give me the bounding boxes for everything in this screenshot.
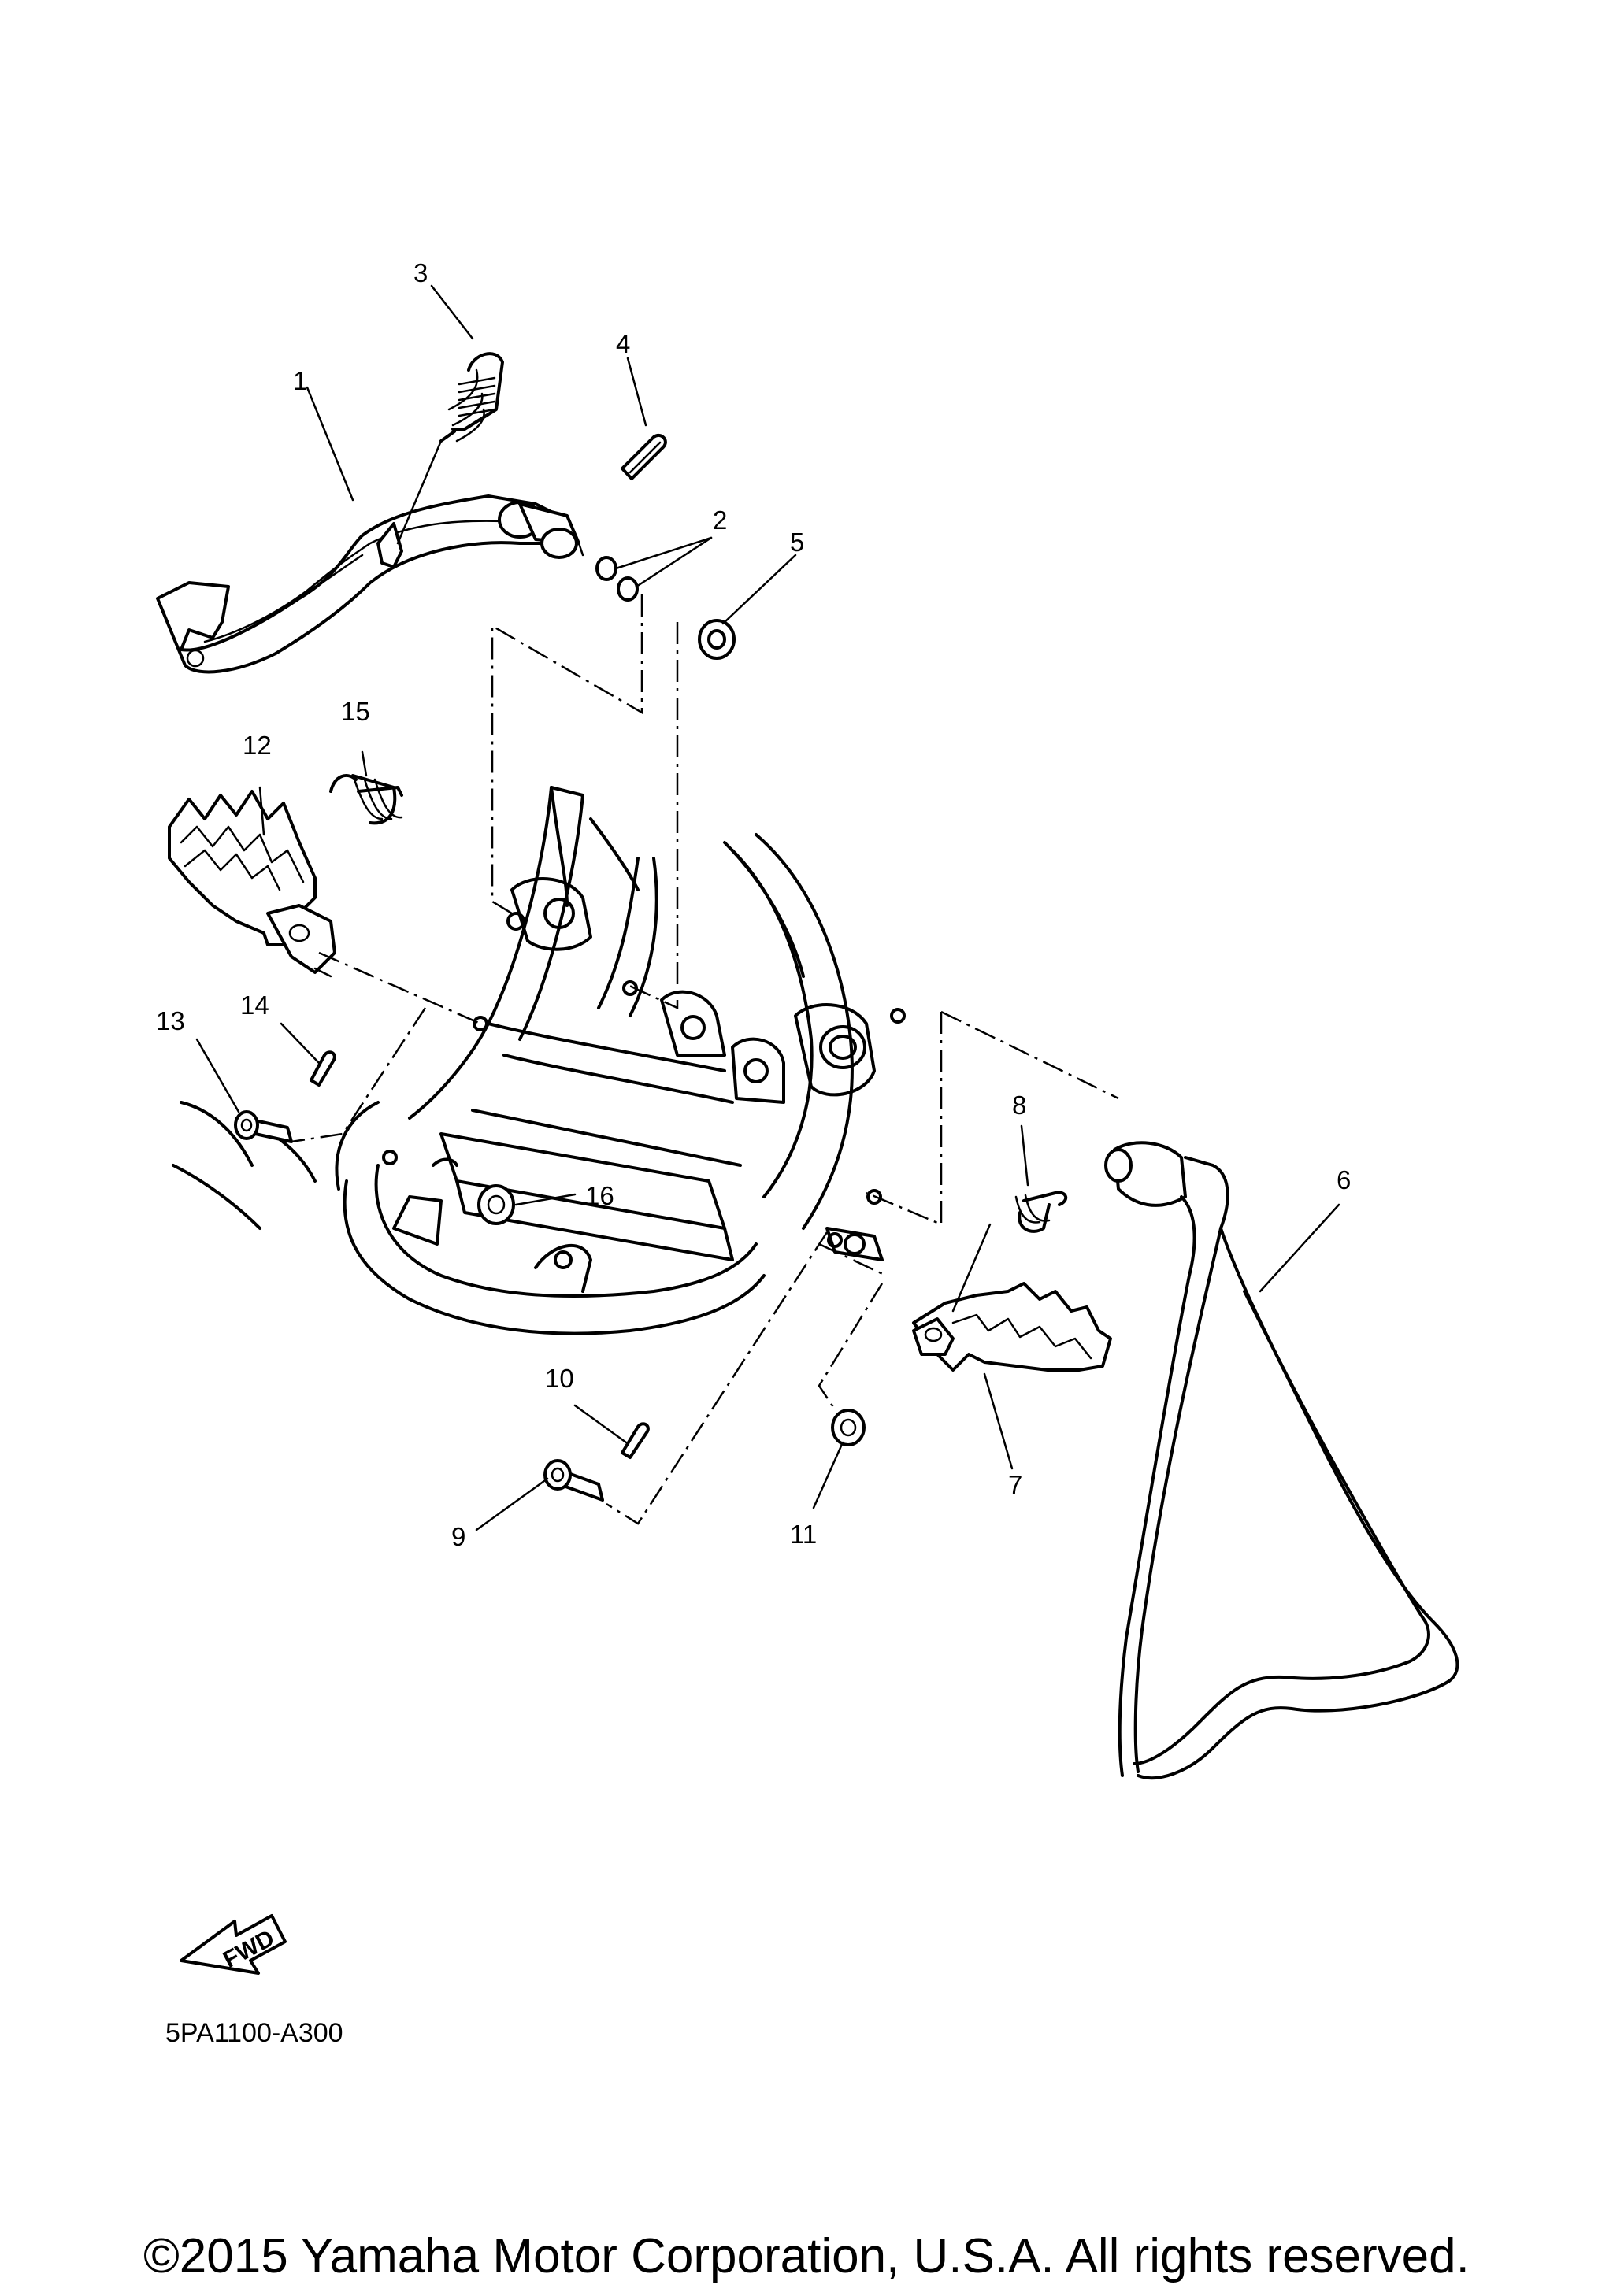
callout-14: 14 <box>240 991 269 1020</box>
spring-part-8 <box>1014 1191 1068 1233</box>
callout-6: 6 <box>1337 1165 1351 1194</box>
diagram-code: 5PA1100-A300 <box>165 2018 343 2048</box>
callout-labels: 1 2 3 4 5 6 7 8 9 10 11 12 13 14 15 16 <box>156 258 1351 1551</box>
copyright-notice: ©2015 Yamaha Motor Corporation, U.S.A. A… <box>143 2229 1470 2283</box>
washers-part-2 <box>595 556 639 602</box>
callout-7: 7 <box>1008 1470 1022 1499</box>
pin-part-9 <box>543 1459 604 1502</box>
callout-15: 15 <box>341 697 370 726</box>
leader-lines <box>195 284 1340 1531</box>
cotter-pin-part-4 <box>621 433 667 480</box>
callout-2: 2 <box>713 505 727 535</box>
callout-12: 12 <box>243 731 272 760</box>
stand-part-6 <box>1104 1141 1459 1780</box>
callout-8: 8 <box>1012 1091 1026 1120</box>
callout-4: 4 <box>616 329 630 358</box>
callout-1: 1 <box>293 366 307 395</box>
washer-part-5 <box>698 619 736 660</box>
callout-5: 5 <box>790 528 804 557</box>
fwd-arrow-icon: FWD <box>180 1914 287 1975</box>
footrest-part-7 <box>912 1282 1112 1372</box>
callout-3: 3 <box>413 258 428 287</box>
spring-part-15 <box>329 774 403 825</box>
callout-10: 10 <box>545 1364 574 1393</box>
cotter-pin-part-10 <box>621 1422 650 1459</box>
fwd-label: FWD <box>219 1925 279 1973</box>
washer-part-11 <box>831 1409 866 1446</box>
brake-pedal-part <box>156 494 584 674</box>
return-spring-part <box>439 352 504 443</box>
callout-13: 13 <box>156 1006 185 1035</box>
footrest-part-12 <box>168 790 336 978</box>
frame-drawing <box>172 786 906 1335</box>
callout-9: 9 <box>451 1522 465 1551</box>
washer-part-16 <box>477 1184 515 1225</box>
callout-16: 16 <box>585 1181 614 1210</box>
assembly-lines <box>291 594 1119 1525</box>
callout-11: 11 <box>790 1520 817 1549</box>
cotter-pin-part-14 <box>310 1050 336 1087</box>
pin-part-13 <box>234 1110 293 1143</box>
